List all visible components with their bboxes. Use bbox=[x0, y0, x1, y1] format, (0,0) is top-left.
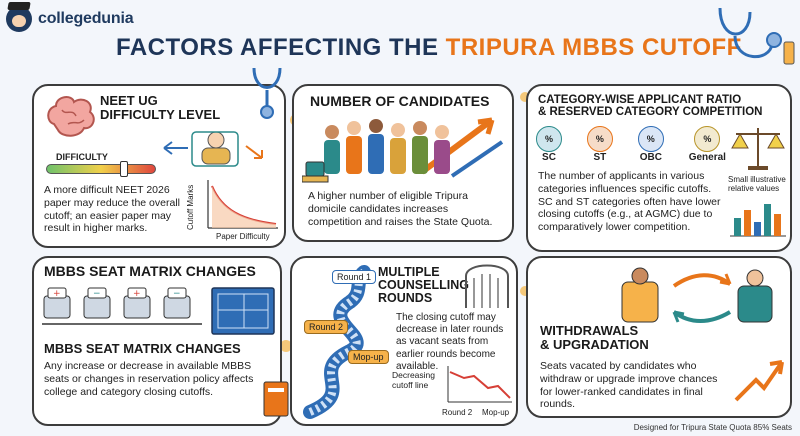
gate-icon bbox=[465, 264, 509, 308]
axis-mopup: Mop-up bbox=[482, 408, 510, 417]
category-badge-sc: % SC bbox=[536, 126, 562, 163]
panel-number-of-candidates: NUMBER OF CANDIDATES A higher number of … bbox=[292, 84, 514, 242]
brand-logo[interactable]: collegedunia bbox=[6, 4, 176, 34]
counselling-heading-line1: MULTIPLE bbox=[378, 265, 440, 279]
percent-icon: % bbox=[637, 126, 664, 152]
cutoff-curve-chart bbox=[207, 180, 278, 229]
category-badge-general: % General bbox=[689, 126, 726, 163]
rising-arrow-icon bbox=[734, 360, 784, 402]
svg-text:+: + bbox=[133, 289, 141, 299]
blueprint-icon bbox=[211, 287, 275, 335]
axis-round2: Round 2 bbox=[442, 408, 473, 417]
percent-icon: % bbox=[536, 126, 562, 152]
panel-neet-difficulty: NEET UG DIFFICULTY LEVEL DIFFICULTY A mo… bbox=[32, 84, 286, 248]
panel-category-wise: CATEGORY-WISE APPLICANT RATIO & RESERVED… bbox=[526, 84, 792, 252]
neet-heading-line1: NEET UG bbox=[100, 93, 158, 108]
difficulty-slider[interactable] bbox=[46, 161, 156, 177]
neet-heading-line2: DIFFICULTY LEVEL bbox=[100, 106, 221, 122]
title-highlight: TRIPURA MBBS CUTOFF bbox=[445, 34, 742, 61]
round2-tag: Round 2 bbox=[304, 320, 349, 334]
round1-tag: Round 1 bbox=[332, 270, 377, 284]
decreasing-line-label: Decreasing cutoff line bbox=[392, 370, 435, 390]
connector-dot bbox=[520, 92, 530, 102]
chart-note: Small illustrative relative values bbox=[728, 175, 786, 193]
balance-scale-icon bbox=[731, 128, 785, 170]
category-badge-obc: % OBC bbox=[637, 126, 664, 163]
withdrawals-text: Seats vacated by candidates who withdraw… bbox=[540, 360, 718, 411]
brain-icon bbox=[47, 96, 95, 137]
withdrawals-heading-line1: WITHDRAWALS bbox=[540, 323, 639, 338]
candidates-heading: NUMBER OF CANDIDATES bbox=[310, 93, 490, 109]
category-label-obc: OBC bbox=[639, 152, 662, 163]
neet-heading: NEET UG DIFFICULTY LEVEL bbox=[100, 94, 220, 121]
percent-icon: % bbox=[694, 126, 721, 152]
student-figures bbox=[324, 119, 450, 174]
page-title: FACTORS AFFECTING THE TRIPURA MBBS CUTOF… bbox=[116, 34, 741, 62]
withdrawals-heading: WITHDRAWALS & UPGRADATION bbox=[540, 324, 649, 351]
mopup-tag: Mop-up bbox=[348, 350, 389, 364]
counselling-heading-line3: ROUNDS bbox=[378, 291, 433, 306]
seat-text: Any increase or decrease in available MB… bbox=[44, 360, 254, 398]
panel-withdrawals: WITHDRAWALS & UPGRADATION Seats vacated … bbox=[526, 256, 792, 418]
title-main: FACTORS AFFECTING THE bbox=[116, 34, 446, 61]
chart-xlabel: Paper Difficulty bbox=[216, 232, 270, 241]
hospital-beds-icon: + − + − bbox=[42, 287, 202, 325]
relative-bar-chart bbox=[730, 204, 786, 237]
decreasing-cutoff-chart bbox=[447, 366, 512, 403]
category-label-sc: SC bbox=[542, 152, 556, 163]
book-icon bbox=[263, 381, 289, 417]
svg-text:+: + bbox=[53, 289, 61, 299]
candidates-text: A higher number of eligible Tripura domi… bbox=[308, 190, 493, 228]
connector-dot bbox=[280, 340, 292, 352]
student-thinking-icon bbox=[163, 131, 263, 167]
connector-dot bbox=[520, 286, 530, 296]
seat-heading-top: MBBS SEAT MATRIX CHANGES bbox=[44, 263, 256, 279]
counselling-text: The closing cutoff may decrease in later… bbox=[396, 312, 504, 372]
category-badge-st: % ST bbox=[586, 126, 613, 163]
category-text: The number of applicants in various cate… bbox=[538, 170, 721, 234]
category-label-st: ST bbox=[593, 152, 607, 163]
staircase-icon bbox=[303, 265, 371, 419]
panel-seat-matrix: MBBS SEAT MATRIX CHANGES + − + − MBBS SE… bbox=[32, 256, 282, 426]
chart-ylabel: Cutoff Marks bbox=[186, 184, 195, 230]
stethoscope-icon bbox=[718, 7, 795, 65]
seat-heading-bottom: MBBS SEAT MATRIX CHANGES bbox=[44, 341, 241, 356]
svg-text:−: − bbox=[173, 289, 181, 299]
category-heading: CATEGORY-WISE APPLICANT RATIO & RESERVED… bbox=[538, 94, 763, 118]
neet-text: A more difficult NEET 2026 paper may red… bbox=[44, 184, 180, 235]
svg-text:−: − bbox=[93, 289, 101, 299]
counselling-heading-line2: COUNSELLING bbox=[378, 278, 469, 293]
difficulty-slider-knob[interactable] bbox=[120, 161, 129, 177]
category-heading-line1: CATEGORY-WISE APPLICANT RATIO bbox=[538, 94, 742, 106]
students-group-icon bbox=[302, 117, 504, 183]
counselling-heading: MULTIPLE COUNSELLING ROUNDS bbox=[378, 265, 469, 306]
brand-name: collegedunia bbox=[38, 10, 134, 27]
withdrawals-heading-line2: & UPGRADATION bbox=[540, 336, 649, 352]
percent-icon: % bbox=[586, 126, 613, 152]
category-label-general: General bbox=[688, 152, 726, 163]
exchange-illustration bbox=[621, 267, 773, 323]
footer-note: Designed for Tripura State Quota 85% Sea… bbox=[633, 423, 792, 432]
category-badges: % SC % ST % OBC % General bbox=[536, 126, 726, 163]
stethoscope-icon bbox=[252, 67, 282, 119]
panel-counselling-rounds: Round 1 Round 2 Mop-up MULTIPLE COUNSELL… bbox=[290, 256, 518, 426]
category-heading-line2: & RESERVED CATEGORY COMPETITION bbox=[538, 106, 763, 119]
mascot-icon bbox=[6, 6, 32, 32]
difficulty-label: DIFFICULTY bbox=[56, 152, 108, 162]
